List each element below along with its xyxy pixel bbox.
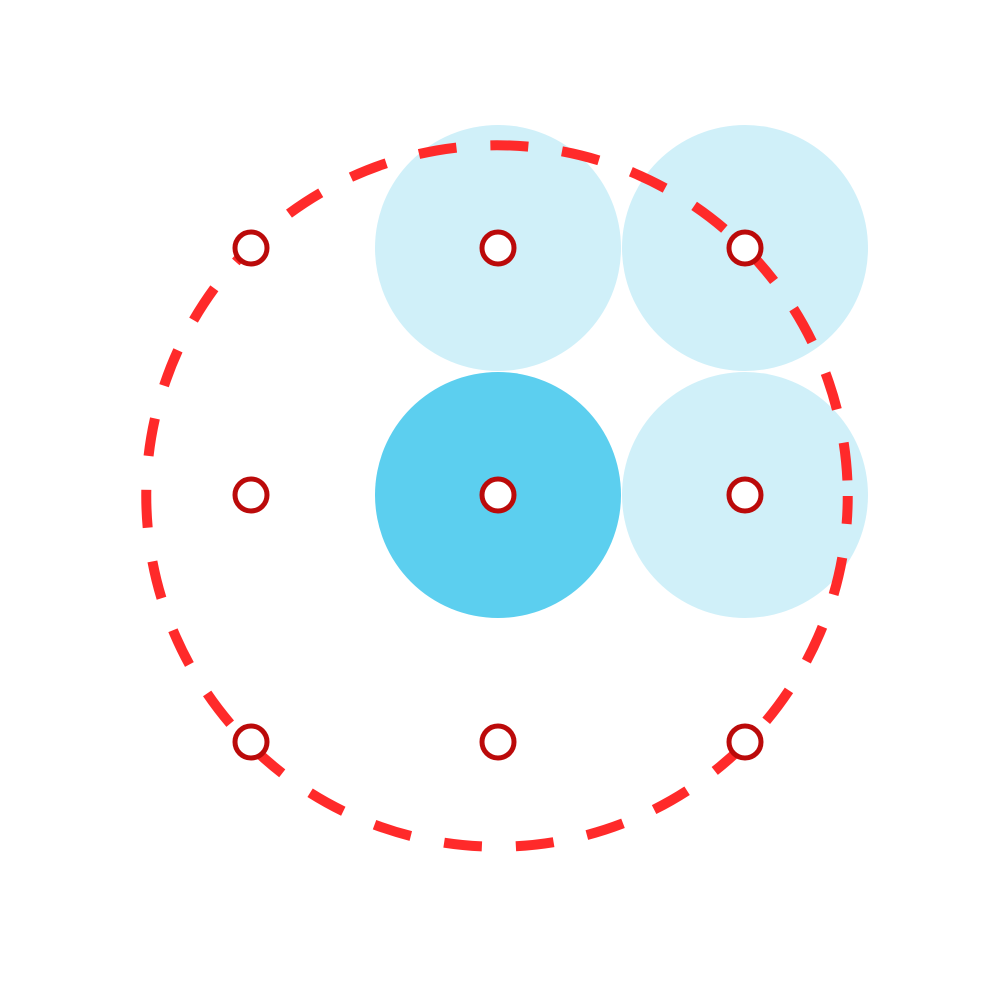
- grid-point: [726, 476, 764, 514]
- boundary-layer: [141, 140, 853, 852]
- grid-point: [479, 229, 517, 267]
- grid-point: [479, 476, 517, 514]
- grid-point: [479, 723, 517, 761]
- grid-point: [726, 229, 764, 267]
- grid-point: [726, 723, 764, 761]
- grid-point: [232, 723, 270, 761]
- grid-point: [232, 476, 270, 514]
- dashed-boundary-circle: [141, 140, 853, 852]
- point-layer: [232, 229, 764, 761]
- grid-point: [232, 229, 270, 267]
- region-layer: [375, 125, 868, 618]
